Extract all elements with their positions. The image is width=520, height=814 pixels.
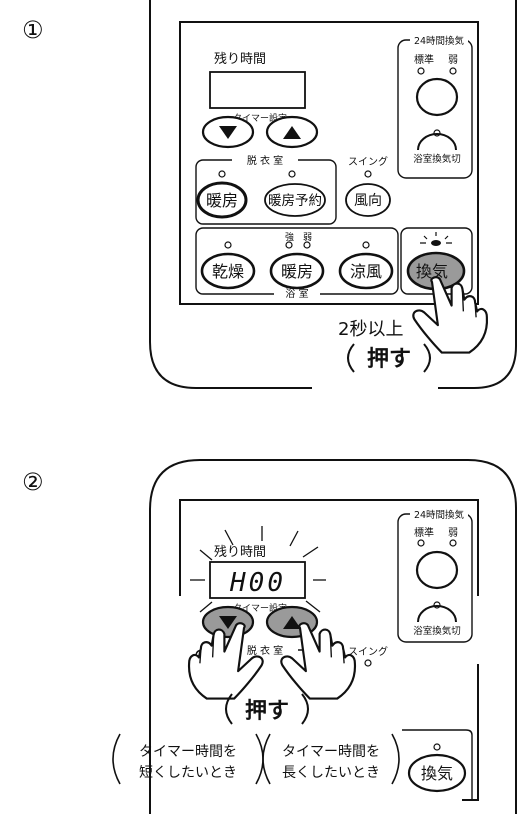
timer-down-button[interactable] xyxy=(201,115,255,149)
heating-reserve-button-label: 暖房予約 xyxy=(268,193,322,209)
lengthen-bracket xyxy=(262,733,400,785)
wind-direction-button-label: 風向 xyxy=(354,193,382,209)
swing-label: スイング xyxy=(348,155,388,168)
control-panel: 残り時間 タイマー設定 24時間換気 標準 弱 浴室換気切 脱 衣 室 xyxy=(179,21,479,305)
step2-press-bubble xyxy=(225,693,309,725)
heating-strong-led xyxy=(285,241,293,249)
unit-outline xyxy=(149,0,517,389)
ventilation-24h-label: 24時間換気 xyxy=(414,35,465,47)
timer-down-button-2[interactable] xyxy=(201,605,255,639)
heating-weak-led xyxy=(303,241,311,249)
weak-label-bath: 弱 xyxy=(303,232,312,243)
heating-bath-button-label: 暖房 xyxy=(281,262,313,281)
swing-led xyxy=(364,170,372,178)
heating-dressing-button-label: 暖房 xyxy=(206,191,238,210)
ventilation-24h-button[interactable] xyxy=(415,77,459,117)
wind-direction-button[interactable]: 風向 xyxy=(345,183,391,217)
ventilation-led-2 xyxy=(433,743,441,751)
bath-vent-off-button[interactable] xyxy=(417,133,457,151)
step-number-2: ② xyxy=(22,468,44,496)
swing-led-2 xyxy=(364,659,372,667)
time-display-2 xyxy=(209,561,306,599)
lengthen-text-line2: 長くしたいとき xyxy=(282,765,380,781)
heating-reserve-button[interactable]: 暖房予約 xyxy=(264,183,326,217)
dressing-room-label: 脱 衣 室 xyxy=(247,154,283,167)
heating-dressing-led xyxy=(218,170,226,178)
swing-label-2: スイング xyxy=(348,645,388,658)
standard-led-2 xyxy=(417,539,425,547)
step-number-1: ① xyxy=(22,16,44,44)
bathroom-label: 浴 室 xyxy=(285,287,308,300)
cool-wind-button[interactable]: 涼風 xyxy=(338,252,394,290)
standard-label: 標準 xyxy=(414,53,434,66)
remaining-time-label: 残り時間 xyxy=(214,52,266,67)
hold-duration-text: 2秒以上 xyxy=(338,319,403,340)
bath-vent-off-label-2: 浴室換気切 xyxy=(413,625,461,637)
ventilation-button-2[interactable]: 換気 xyxy=(407,753,467,793)
heating-bath-button[interactable]: 暖房 xyxy=(269,252,325,290)
weak-label-2: 弱 xyxy=(448,527,458,539)
control-panel-2: 残り時間 H00 タイマー設定 脱 衣 室 スイング xyxy=(179,499,479,801)
timer-up-button[interactable] xyxy=(265,115,319,149)
flash-rays xyxy=(190,526,326,613)
dry-button-label: 乾燥 xyxy=(212,262,244,281)
step2-press-text: 押す xyxy=(245,698,289,724)
dry-button[interactable]: 乾燥 xyxy=(200,252,256,290)
cool-wind-button-label: 涼風 xyxy=(350,262,382,281)
heating-dressing-button[interactable]: 暖房 xyxy=(196,181,248,219)
strong-label: 強 xyxy=(285,231,294,243)
bath-vent-off-label: 浴室換気切 xyxy=(413,153,461,165)
weak-label: 弱 xyxy=(448,54,458,66)
time-display xyxy=(209,71,306,109)
lengthen-text-line1: タイマー時間を xyxy=(282,744,380,760)
shorten-text-line1: タイマー時間を xyxy=(139,744,237,760)
shorten-text-line2: 短くしたいとき xyxy=(139,765,237,781)
step1-press-bubble xyxy=(347,343,431,373)
ventilation-button-label-2: 換気 xyxy=(421,764,453,783)
remaining-time-label-2: 残り時間 xyxy=(214,545,266,560)
weak-led-2 xyxy=(449,539,457,547)
ventilation-24h-button-2[interactable] xyxy=(415,550,459,590)
step1-press-text: 押す xyxy=(367,346,411,372)
bath-vent-off-button-2[interactable] xyxy=(417,605,457,623)
ventilation-led-lit xyxy=(420,232,452,246)
cool-wind-led xyxy=(362,241,370,249)
time-display-value: H00 xyxy=(229,568,286,598)
standard-led xyxy=(417,67,425,75)
ventilation-24h-label-2: 24時間換気 xyxy=(414,509,465,521)
ventilation-button-label: 換気 xyxy=(416,262,448,281)
heating-reserve-led xyxy=(288,170,296,178)
weak-led xyxy=(449,67,457,75)
unit-outline-2 xyxy=(149,459,517,814)
dressing-room-label-2: 脱 衣 室 xyxy=(247,644,283,657)
dry-led xyxy=(224,241,232,249)
standard-label-2: 標準 xyxy=(414,526,434,539)
